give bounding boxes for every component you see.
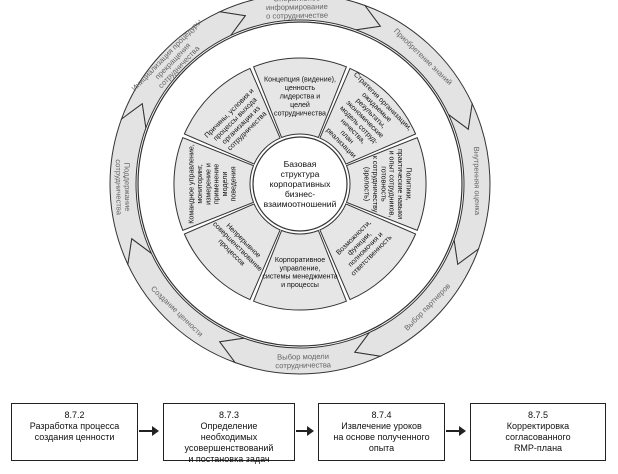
flow-number: 8.7.5 [527, 410, 549, 420]
segment-concept-label-line: Концепция (видение), [264, 76, 336, 84]
segment-strategy [319, 67, 417, 165]
flow-arrow [296, 426, 314, 436]
segment-team-label-line: измерение и [204, 163, 212, 205]
flow-text: Корректировка согласованного RMP-плана [505, 421, 571, 453]
flow-arrow [139, 426, 159, 436]
segment-team-label-line: мониторинг, [196, 164, 204, 203]
flow-arrow [446, 426, 466, 436]
cycle-support-label-line: сотрудничества [114, 159, 124, 216]
cycle-informing-label-line: информирование [266, 2, 328, 12]
cycle-assessment-label-line: Внутренняя оценка [472, 147, 482, 216]
center-label-line: бизнес- [285, 189, 315, 199]
segment-exit [183, 67, 281, 165]
flow-number: 8.7.4 [371, 410, 392, 420]
flow-box-8-7-5: 8.7.5 Корректировка согласованного RMP-п… [470, 403, 606, 461]
flow-box-8-7-2: 8.7.2 Разработка процесса создания ценно… [11, 403, 138, 461]
cycle-model-label-line: сотрудничества [275, 360, 332, 370]
cycle-informing-label: Оперативноеинформированиео сотрудничеств… [266, 0, 328, 21]
center-label-line: взаимоотношений [264, 199, 337, 209]
cycle-model-label-line: Выбор модели [277, 352, 329, 362]
flow-number: 8.7.3 [218, 410, 240, 420]
segment-concept-label-line: лидерства и [280, 93, 321, 101]
flow-text: Извлечение уроков на основе полученного … [333, 421, 430, 453]
segment-governance [252, 229, 348, 311]
segment-concept-label-line: ценность [285, 84, 316, 92]
cycle-support-label-line: Поддержание [122, 163, 132, 212]
flow-number: 8.7.2 [64, 410, 85, 420]
cycle-support-label: Поддержаниесотрудничества [114, 159, 133, 216]
segment-governance-label-line: и процессы [281, 281, 319, 289]
center-label-line: корпоративных [270, 179, 331, 189]
segment-governance-label-line: управление, [280, 264, 321, 272]
segment-policy-label-line: практические навыки [396, 149, 404, 219]
segment-policy-label-line: (зрелость) [363, 167, 371, 201]
segment-team [173, 136, 255, 232]
segment-concept-label-line: целей [290, 101, 310, 109]
segment-improvement [183, 203, 281, 301]
flow-text: Разработка процесса создания ценности [29, 421, 120, 442]
flow-text: Определение необходимых усовершенствован… [184, 421, 274, 464]
segment-team-label: Командное управление,мониторинг,измерени… [188, 144, 238, 224]
segment-team-label-line: Командное управление, [188, 144, 196, 224]
segment-policy-label-line: готовность [379, 166, 387, 202]
cycle-informing-label-line: Оперативное [273, 0, 320, 3]
cycle-assessment-label: Внутренняя оценка [472, 147, 482, 216]
center-label-line: структура [281, 169, 320, 179]
segment-team-label-line: модели [221, 172, 229, 197]
segment-governance-label-line: системы менеджмента [262, 273, 337, 281]
cycle-informing-label-line: о сотрудничестве [266, 11, 328, 21]
segment-policy [345, 136, 427, 232]
flow-box-8-7-3: 8.7.3 Определение необходимых усовершенс… [163, 403, 295, 464]
segment-governance-label-line: Корпоративное [275, 256, 325, 264]
segment-concept-label-line: сотрудничества [274, 109, 326, 117]
segment-policy-label-line: Политики, [405, 167, 413, 200]
cycle-model-label: Выбор моделисотрудничества [275, 352, 332, 371]
cycle-termination-arrow [120, 11, 247, 129]
center-label-line: Базовая [284, 159, 317, 169]
segment-policy-label: Политики,практические навыкии опыт сотру… [363, 149, 413, 219]
segment-policy-label-line: и опыт сотрудников, [388, 151, 396, 218]
segment-team-label-line: поведения [230, 166, 238, 201]
segment-team-label-line: применение [213, 164, 221, 204]
segment-concept [252, 57, 348, 139]
flow-box-8-7-4: 8.7.4 Извлечение уроков на основе получе… [318, 403, 445, 461]
center-hub [252, 136, 348, 232]
segment-capabilities [319, 203, 417, 301]
segment-policy-label-line: к сотрудничеству [371, 156, 379, 213]
